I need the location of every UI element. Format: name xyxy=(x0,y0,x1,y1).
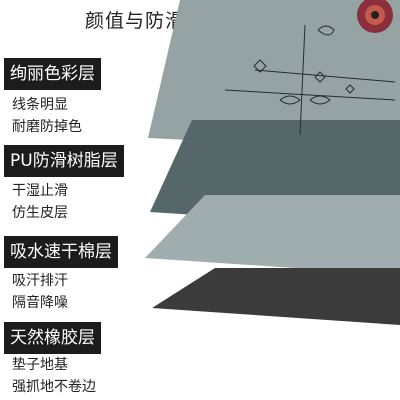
desc-line: 干湿止滑 xyxy=(12,183,68,199)
layer-desc-pu: 干湿止滑 仿生皮层 xyxy=(12,180,68,224)
desc-line: 线条明显 xyxy=(12,97,68,113)
desc-line: 耐磨防掉色 xyxy=(12,119,82,135)
layer-desc-rubber: 垫子地基 强抓地不卷边 xyxy=(12,354,96,398)
layer-label-pu: PU防滑树脂层 xyxy=(4,145,124,177)
layer-desc-top: 线条明显 耐磨防掉色 xyxy=(12,94,82,138)
layer-desc-cotton: 吸汗排汗 隔音降噪 xyxy=(12,270,68,314)
layer-label-top: 绚丽色彩层 xyxy=(4,58,101,90)
desc-line: 仿生皮层 xyxy=(12,205,68,221)
mandala-pattern xyxy=(224,24,396,136)
rubber-layer-panel xyxy=(152,268,400,325)
desc-line: 隔音降噪 xyxy=(12,295,68,311)
cotton-layer-panel xyxy=(145,195,400,275)
desc-line: 吸汗排汗 xyxy=(12,273,68,289)
top-layer-panel xyxy=(148,0,400,150)
desc-line: 强抓地不卷边 xyxy=(12,379,96,395)
desc-line: 垫子地基 xyxy=(12,357,68,373)
layer-label-rubber: 天然橡胶层 xyxy=(4,322,101,354)
layer-label-cotton: 吸水速干棉层 xyxy=(4,236,118,268)
